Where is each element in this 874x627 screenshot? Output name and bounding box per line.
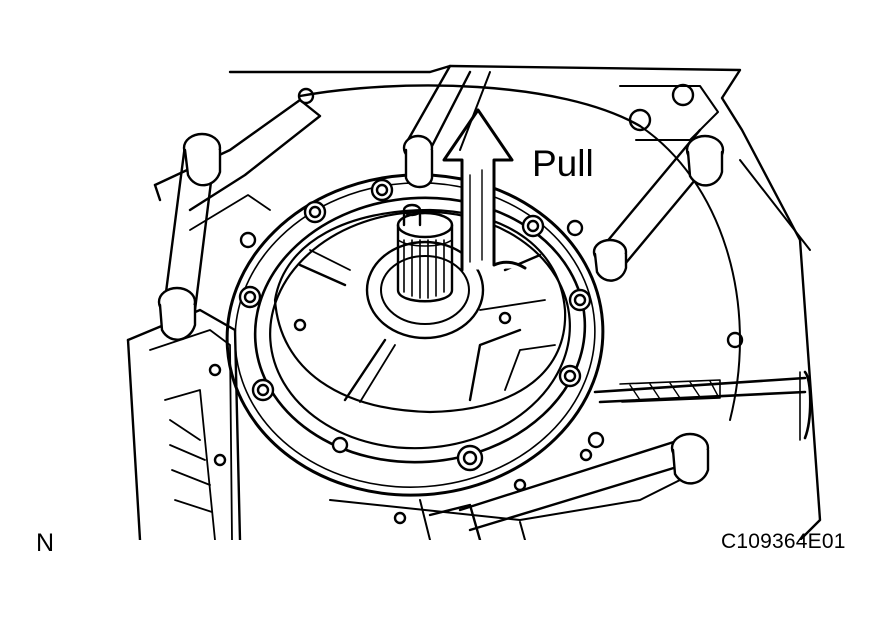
oil-pump-body xyxy=(273,208,567,414)
oil-pump-flange xyxy=(225,173,605,497)
puller-rods xyxy=(157,64,725,540)
pull-arrow xyxy=(442,108,527,272)
pull-label: Pull xyxy=(532,143,594,184)
figure-code: C109364E01 xyxy=(721,530,846,553)
screwdriver xyxy=(593,370,812,441)
input-shaft xyxy=(396,203,454,303)
corner-label: N xyxy=(36,529,55,557)
